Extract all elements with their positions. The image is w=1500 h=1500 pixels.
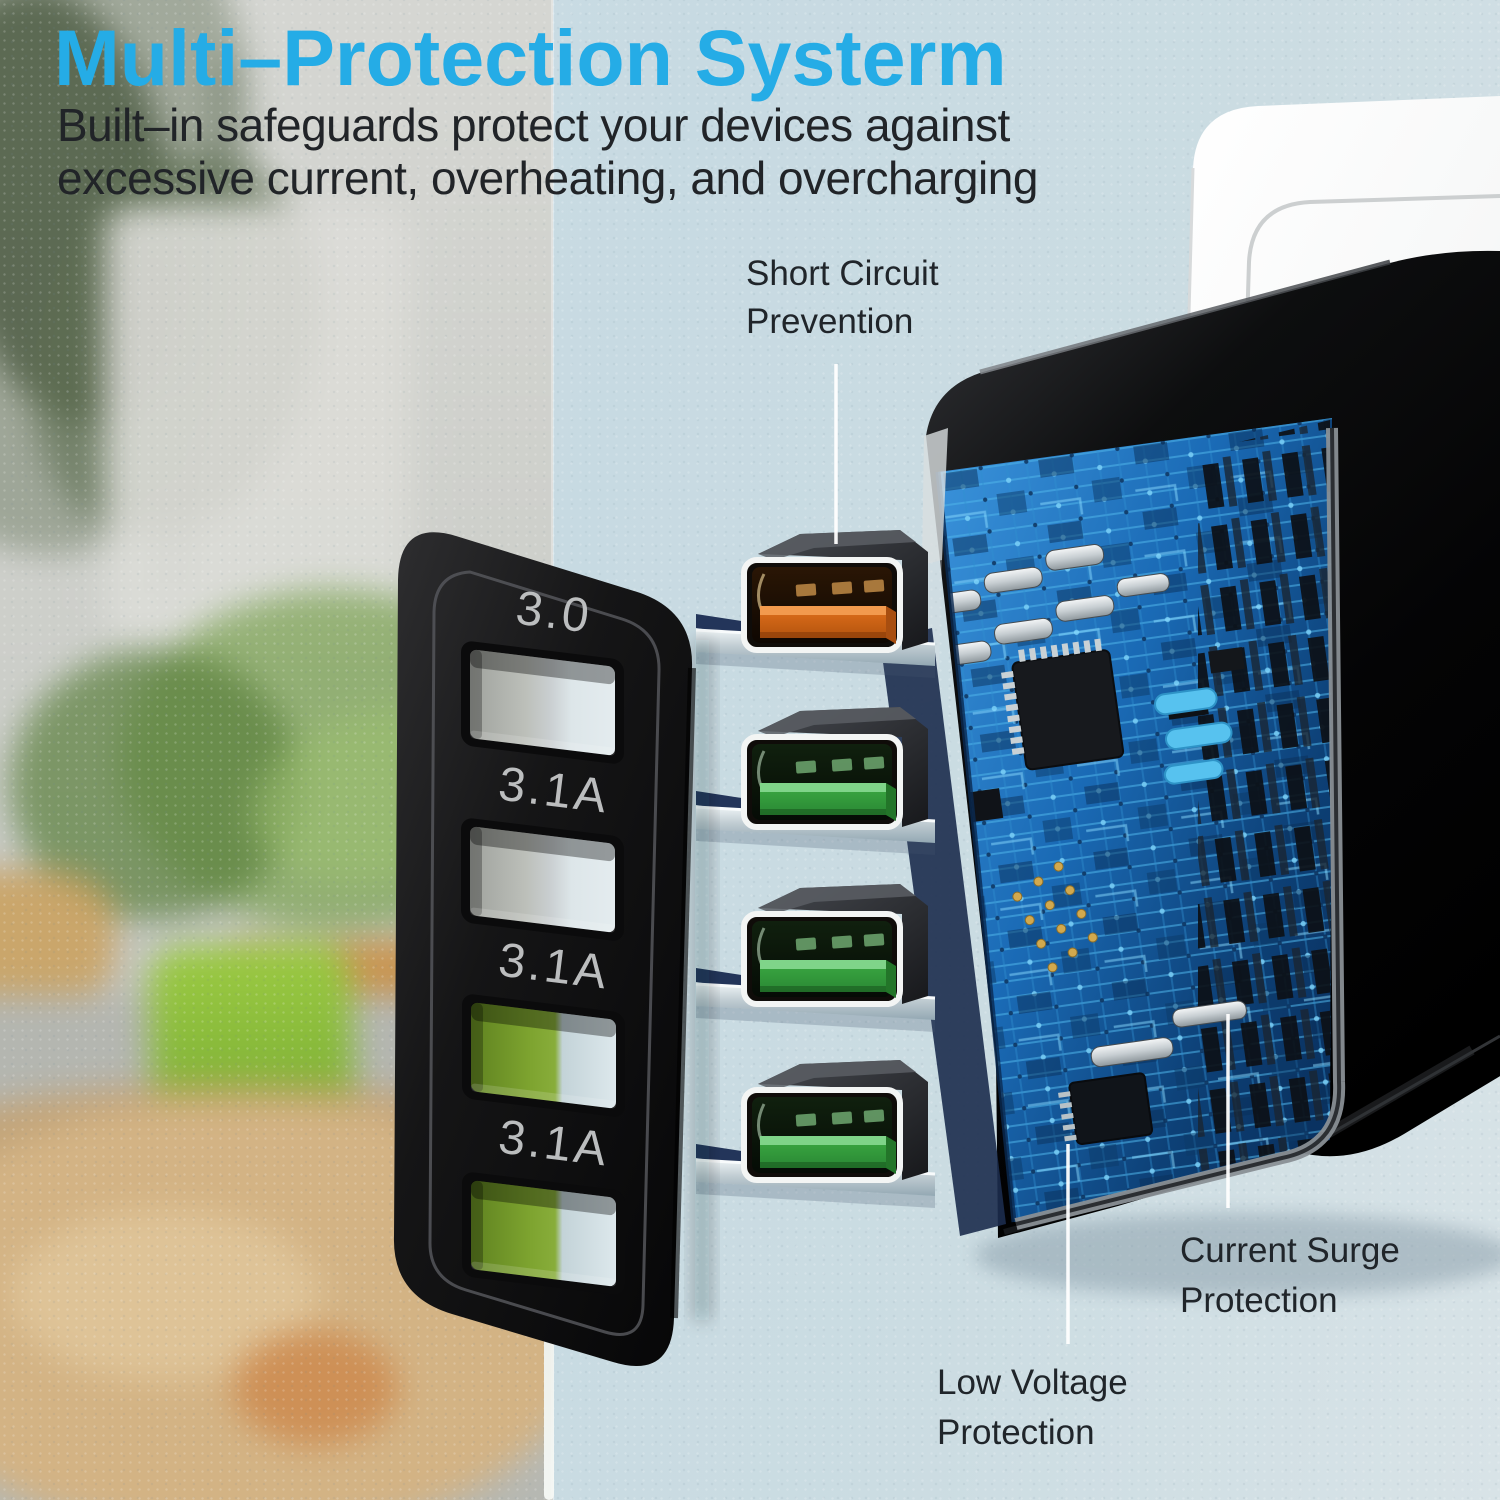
component-bank [1198, 420, 1330, 1172]
callout-current-surge-line2: Protection [1180, 1281, 1338, 1320]
solder-beads [1012, 861, 1098, 973]
callout-lines [834, 364, 1230, 1344]
subtitle-line-1: Built–in safeguards protect your devices… [57, 99, 1010, 151]
usb-tongue-orange [760, 606, 896, 644]
wall-patch [105, 205, 410, 645]
callout-current-surge: Current Surge Protection [1180, 1226, 1400, 1326]
port-slot-4 [462, 1172, 625, 1295]
circuit-board [935, 418, 1332, 1223]
outlet-plate-inner-line [1235, 194, 1500, 649]
port-slot-2 [461, 818, 624, 941]
port-slot-3 [462, 994, 625, 1117]
flower-pot [0, 870, 115, 1005]
port-label-1: 3.0 [513, 582, 595, 644]
charger-shadow [975, 1213, 1500, 1297]
small-ic [955, 788, 1004, 824]
subtitle-line-2: excessive current, overheating, and over… [57, 152, 1038, 204]
callout-short-circuit-line2: Prevention [746, 302, 914, 341]
usb-tongue-green [760, 960, 896, 998]
port-slot-1 [461, 641, 624, 764]
usb-contacts [795, 579, 885, 597]
usb-plug-3 [741, 884, 928, 1007]
callout-low-voltage-line2: Protection [937, 1413, 1095, 1452]
low-voltage-chip [1058, 1072, 1154, 1146]
main-ic-chip [1001, 638, 1125, 771]
subtitle: Built–in safeguards protect your devices… [57, 99, 1038, 205]
faceplate-inner-line [428, 570, 661, 1336]
page-title: Multi–Protection Systerm [54, 13, 1007, 102]
faceplate: 3.0 3.1A 3.1A 3.1A [393, 532, 696, 1367]
usb-tongue-green [760, 1136, 896, 1174]
callout-low-voltage-line1: Low Voltage [937, 1363, 1128, 1402]
callout-short-circuit: Short Circuit Prevention [746, 250, 939, 346]
inductor-coils [1154, 687, 1233, 785]
usb-contacts [795, 756, 885, 774]
callout-current-surge-line1: Current Surge [1180, 1231, 1400, 1270]
usb-plug-4 [741, 1060, 928, 1183]
usb-tongue-green [760, 783, 896, 821]
capacitors [938, 544, 1247, 1068]
usb-contacts [795, 933, 885, 951]
usb-plug-1 [741, 530, 928, 653]
usb-contacts [795, 1109, 885, 1127]
callout-short-circuit-line1: Short Circuit [746, 254, 939, 293]
small-ic [1208, 646, 1245, 674]
faceplate-shadow [694, 640, 710, 1320]
callout-low-voltage: Low Voltage Protection [937, 1358, 1128, 1458]
usb-plug-2 [741, 707, 928, 830]
cut-edge-sliver [922, 428, 948, 565]
charger-top-rim [979, 259, 1391, 375]
pcb-components [938, 544, 1247, 1146]
rug-pattern [233, 1330, 398, 1445]
